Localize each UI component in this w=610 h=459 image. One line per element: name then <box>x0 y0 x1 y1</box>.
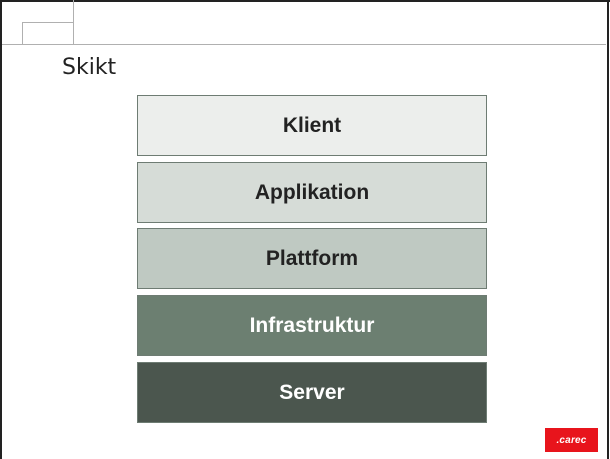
corner-line-vertical-2 <box>22 22 23 44</box>
slide-title: Skikt <box>62 55 117 80</box>
layer-plattform: Plattform <box>137 228 487 289</box>
layer-server: Server <box>137 362 487 423</box>
slide-border-right <box>607 0 609 459</box>
company-logo: .carec <box>545 428 598 452</box>
layer-klient: Klient <box>137 95 487 156</box>
slide-border-top <box>0 0 610 2</box>
corner-line-vertical <box>73 0 74 44</box>
slide-border-left <box>0 0 2 459</box>
corner-line-horizontal-2 <box>22 22 73 23</box>
corner-line-horizontal <box>2 44 606 45</box>
layer-infrastruktur: Infrastruktur <box>137 295 487 356</box>
layer-applikation: Applikation <box>137 162 487 223</box>
